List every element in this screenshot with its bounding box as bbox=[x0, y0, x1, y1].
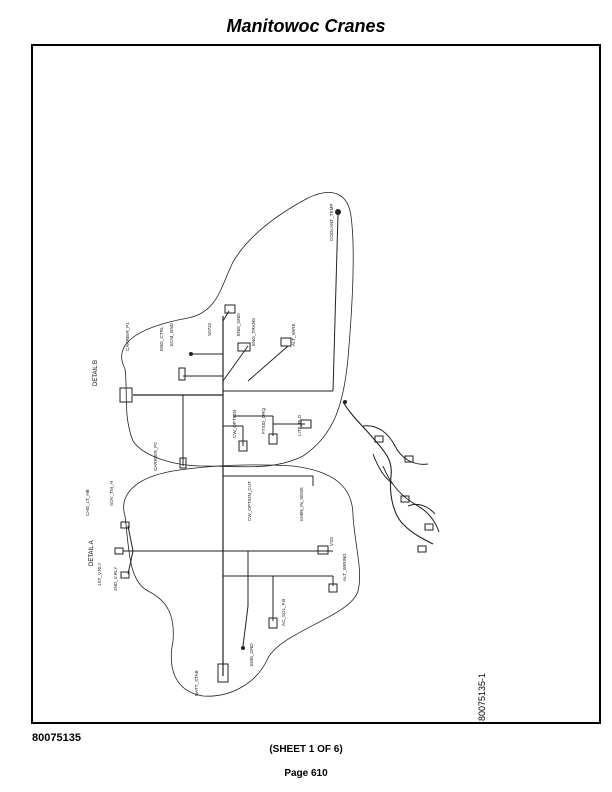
detail-a-harness bbox=[114, 475, 338, 683]
label-ecm-gnd: ECM_GND bbox=[169, 322, 174, 346]
label-carrier-p1: CARRIER_P1 bbox=[125, 322, 130, 351]
detail-b-label: DETAIL B bbox=[93, 360, 99, 386]
label-2nd-v: 2ND_V.RLY bbox=[113, 567, 118, 591]
label-eng-trans: ENG_TRANS bbox=[251, 318, 256, 346]
label-ftsid-drq: FTSID_DRQ bbox=[261, 408, 266, 434]
detail-a-outline bbox=[123, 464, 361, 697]
label-cw-option: CW_OPTION bbox=[232, 410, 237, 438]
label-vss: VSS bbox=[329, 537, 334, 546]
drawing-number: 80075135-1 bbox=[477, 673, 487, 721]
detail-a-label: DETAIL A bbox=[89, 540, 95, 566]
label-fuse-ref: S0732 bbox=[207, 322, 212, 336]
label-coolant-temp: COOLANT_TEMP bbox=[329, 203, 334, 241]
label-alt-wire: ALT_WIRE bbox=[291, 323, 296, 346]
label-ems-gnd: EMS_GND bbox=[249, 643, 254, 666]
sheet-indicator: (SHEET 1 OF 6) bbox=[269, 744, 343, 755]
part-number: 80075135 bbox=[32, 732, 81, 744]
harness-iso-view bbox=[342, 400, 440, 553]
label-kmin-sensor: KMIN_IN_SENS bbox=[299, 487, 304, 521]
label-eng-gnd: ENG_GND bbox=[236, 313, 241, 336]
label-sov-term: SOV_TM_H bbox=[109, 481, 114, 506]
label-eng-ctrl: ENG_CTRL bbox=[159, 326, 164, 351]
label-ac-sol: AC_SOL_F.B bbox=[281, 599, 286, 626]
wiring-harness-drawing: COOLANT_TEMP ENG_GND ENG_TRANS ALT_WIRE … bbox=[85, 192, 487, 721]
label-chg-lamp: CHG_LT_HB bbox=[85, 489, 90, 516]
label-cw-option-cut: CW_OPTION_CUT bbox=[247, 481, 252, 521]
label-batt-stab: BATT_STAB bbox=[194, 670, 199, 696]
label-carrier-p2: CARRIER_P2 bbox=[153, 442, 158, 471]
drawing-frame: COOLANT_TEMP ENG_GND ENG_TRANS ALT_WIRE … bbox=[31, 44, 601, 724]
page-number: Page 610 bbox=[284, 768, 328, 779]
page-title: Manitowoc Cranes bbox=[226, 16, 386, 36]
label-lite-bld: LITE_BLD bbox=[297, 414, 302, 436]
detail-b-harness bbox=[119, 209, 341, 676]
label-alt-wiring: ALT_WIRING bbox=[342, 553, 347, 581]
label-1st-v: 1ST_V.RLY bbox=[97, 563, 102, 587]
